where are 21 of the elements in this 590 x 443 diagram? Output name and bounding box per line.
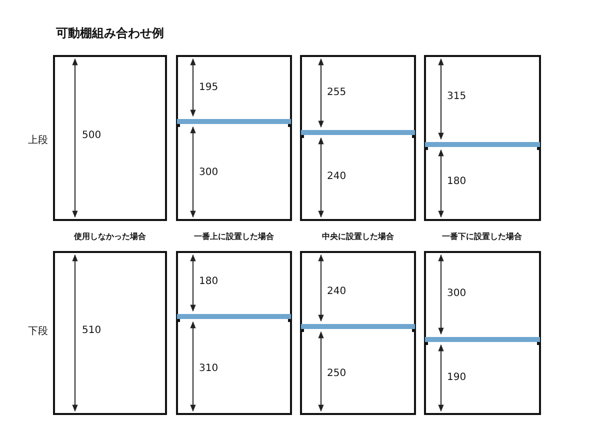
dimension-value: 315 [447,92,466,102]
row-label: 上段 [28,136,48,146]
dimension-value: 300 [447,289,466,299]
dimension-value: 310 [199,364,218,374]
dimension-value: 300 [199,168,218,178]
dimension-value: 250 [327,369,346,379]
dimension-value: 180 [447,177,466,187]
dimension-value: 195 [199,83,218,93]
dimension-value: 510 [82,326,102,336]
caption: 中央に設置した場合 [322,233,394,241]
dimension-value: 180 [199,277,218,287]
row-label: 下段 [28,327,48,337]
caption: 一番下に設置した場合 [442,233,522,241]
title: 可動棚組み合わせ例 [56,27,164,39]
dimension-value: 190 [447,373,466,383]
caption: 一番上に設置した場合 [194,233,274,241]
dimension-value: 255 [327,88,346,98]
dimension-value: 240 [327,172,346,182]
dimension-value: 240 [327,287,346,297]
caption: 使用しなかった場合 [74,233,146,241]
dimension-value: 500 [82,131,102,141]
